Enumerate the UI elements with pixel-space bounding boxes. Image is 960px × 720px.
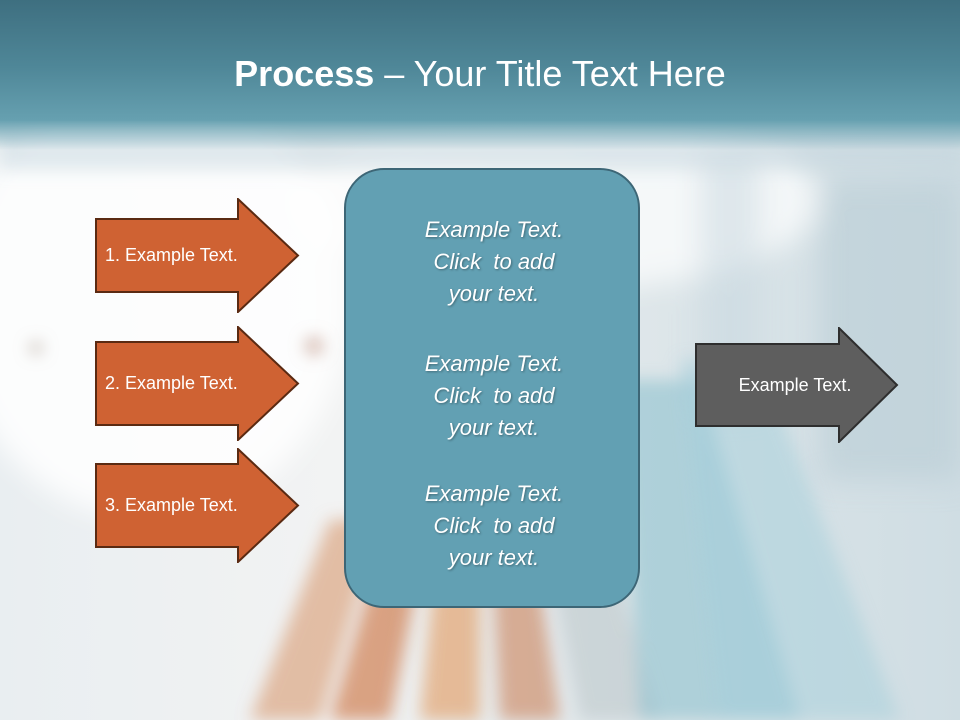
step-label-1: 1. Example Text. [105, 245, 238, 265]
step-arrow-2[interactable]: 2. Example Text. [95, 326, 301, 441]
slide-title: Process – Your Title Text Here [0, 52, 960, 96]
step-arrow-1[interactable]: 1. Example Text. [95, 198, 301, 313]
center-text-line: Click to add [433, 513, 555, 538]
center-text-line: your text. [448, 545, 540, 570]
output-label: Example Text. [738, 374, 852, 395]
step-arrow-3[interactable]: 3. Example Text. [95, 448, 301, 563]
center-text-line: Example Text. [424, 217, 564, 242]
center-text-line: your text. [448, 415, 540, 440]
center-text-line: Example Text. [424, 481, 564, 506]
title-band [0, 0, 960, 150]
step-label-2: 2. Example Text. [105, 373, 238, 393]
right-arrow-shape [695, 327, 899, 443]
right-arrow-shape [95, 326, 300, 441]
center-text-line: Click to add [433, 249, 555, 274]
step-label-3: 3. Example Text. [105, 495, 238, 515]
right-arrow-shape [95, 448, 300, 563]
slide-title-strong: Process [234, 53, 375, 94]
center-text-line: your text. [448, 281, 540, 306]
center-text-line: Click to add [433, 383, 555, 408]
right-arrow-shape [95, 198, 300, 313]
center-text-box[interactable]: Example Text. Click to add your text. Ex… [344, 168, 640, 608]
slide-title-rest: – Your Title Text Here [374, 53, 726, 94]
center-text-line: Example Text. [424, 351, 564, 376]
center-text-block-1: Example Text. Click to add your text. [346, 214, 642, 310]
center-text-block-3: Example Text. Click to add your text. [346, 478, 642, 574]
output-arrow[interactable]: Example Text. [695, 327, 899, 443]
center-text-block-2: Example Text. Click to add your text. [346, 348, 642, 444]
